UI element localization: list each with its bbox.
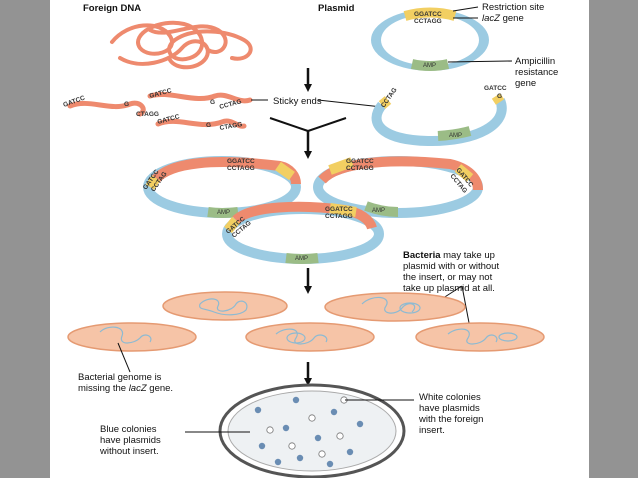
colonies bbox=[254, 396, 364, 468]
blue-colony bbox=[274, 458, 282, 466]
recombinant-plasmid-right: GGATCC CCTAGG GATCC CCTAG AMP bbox=[313, 156, 483, 218]
svg-text:CCTAG: CCTAG bbox=[219, 98, 243, 111]
cut-plasmid: CCTAG GATCC G AMP bbox=[371, 85, 507, 147]
blue-colony bbox=[254, 406, 262, 414]
bacterium-5 bbox=[415, 322, 545, 352]
blue-colony bbox=[258, 442, 266, 450]
foreign-dna-title: Foreign DNA bbox=[83, 3, 141, 14]
svg-text:GGATCC: GGATCC bbox=[414, 11, 442, 18]
svg-text:CCTAGG: CCTAGG bbox=[346, 165, 374, 172]
genome-leader bbox=[117, 342, 131, 373]
blue-colony bbox=[356, 420, 364, 428]
sticky-ends-label: Sticky ends bbox=[273, 96, 322, 107]
restriction-site-segment bbox=[403, 7, 457, 21]
restriction-site-label: Restriction site bbox=[482, 2, 544, 13]
svg-text:AMP: AMP bbox=[449, 133, 462, 139]
bacterium-1 bbox=[162, 291, 288, 321]
white-colonies-line4: insert. bbox=[419, 425, 445, 436]
genome-label-line2: missing the lacZ gene. bbox=[78, 383, 173, 394]
white-colony bbox=[288, 442, 296, 450]
petri-dish bbox=[218, 383, 406, 478]
blue-colony bbox=[282, 424, 290, 432]
leader-lines-top bbox=[447, 6, 513, 63]
amp-label-line3: gene bbox=[515, 78, 536, 89]
white-colonies-line1: White colonies bbox=[419, 392, 481, 403]
amp-label-line2: resistance bbox=[515, 67, 558, 78]
recombinant-plasmid-bottom: GGATCC CCTAGG GATCC CCTAG AMP bbox=[222, 201, 384, 264]
blue-colony bbox=[296, 454, 304, 462]
svg-text:AMP: AMP bbox=[295, 256, 308, 262]
bacteria-label-line1: Bacteria may take up bbox=[403, 250, 495, 261]
bacterium-4 bbox=[245, 322, 375, 352]
svg-text:CTAGG: CTAGG bbox=[136, 111, 159, 118]
right-border-panel bbox=[589, 0, 638, 478]
bacterium-2 bbox=[324, 292, 466, 322]
blue-colony bbox=[292, 396, 300, 404]
foreign-dna-tangle bbox=[110, 20, 253, 70]
bacteria-label-line4: take up plasmid at all. bbox=[403, 283, 495, 294]
svg-text:GGATCC: GGATCC bbox=[325, 206, 353, 213]
blue-colony bbox=[330, 408, 338, 416]
svg-text:GATCC: GATCC bbox=[149, 87, 173, 100]
white-colony bbox=[266, 426, 274, 434]
white-colony bbox=[308, 414, 316, 422]
merge-lines bbox=[269, 117, 347, 132]
colony-leaders bbox=[185, 399, 414, 433]
bacterium-3 bbox=[67, 322, 197, 352]
lacz-gene-label: lacZ gene bbox=[482, 13, 524, 24]
blue-colonies-line2: have plasmids bbox=[100, 435, 161, 446]
blue-colonies-line3: without insert. bbox=[99, 446, 159, 457]
amp-segment bbox=[410, 59, 450, 71]
svg-text:CCTAGG: CCTAGG bbox=[325, 213, 353, 220]
svg-text:G: G bbox=[124, 101, 129, 108]
white-colonies-line3: with the foreign bbox=[418, 414, 483, 425]
blue-colony bbox=[326, 460, 334, 468]
svg-text:G: G bbox=[210, 99, 215, 106]
svg-text:GGATCC: GGATCC bbox=[346, 158, 374, 165]
blue-colony bbox=[314, 434, 322, 442]
genome-label-line1: Bacterial genome is bbox=[78, 372, 162, 383]
white-colonies-line2: have plasmids bbox=[419, 403, 480, 414]
left-border-panel bbox=[0, 0, 50, 478]
white-colony bbox=[336, 432, 344, 440]
svg-text:AMP: AMP bbox=[423, 63, 436, 69]
amp-label-line1: Ampicillin bbox=[515, 56, 555, 67]
svg-text:AMP: AMP bbox=[217, 210, 230, 216]
svg-text:CCTAGG: CCTAGG bbox=[227, 165, 255, 172]
foreign-dna-fragments bbox=[67, 92, 253, 129]
svg-text:CTAGG: CTAGG bbox=[219, 121, 243, 132]
bacteria-label-line2: plasmid with or without bbox=[403, 261, 499, 272]
svg-text:GATCC: GATCC bbox=[484, 85, 507, 92]
svg-text:G: G bbox=[497, 93, 502, 100]
svg-text:CCTAGG: CCTAGG bbox=[414, 18, 442, 25]
svg-text:GGATCC: GGATCC bbox=[227, 158, 255, 165]
white-colony bbox=[318, 450, 326, 458]
recombinant-plasmid-left: GGATCC CCTAGG GATCC CCTAG AMP bbox=[142, 156, 301, 218]
svg-text:G: G bbox=[206, 122, 211, 129]
svg-text:AMP: AMP bbox=[372, 208, 385, 214]
blue-colony bbox=[346, 448, 354, 456]
bacteria-label-line3: the insert, or may not bbox=[403, 272, 493, 283]
sticky-ends-leader-right bbox=[317, 99, 383, 108]
svg-text:CCTAG: CCTAG bbox=[380, 87, 399, 110]
blue-colonies-line1: Blue colonies bbox=[100, 424, 157, 435]
intact-plasmid: GGATCC CCTAGG AMP bbox=[371, 7, 489, 71]
plasmid-title: Plasmid bbox=[318, 3, 355, 14]
